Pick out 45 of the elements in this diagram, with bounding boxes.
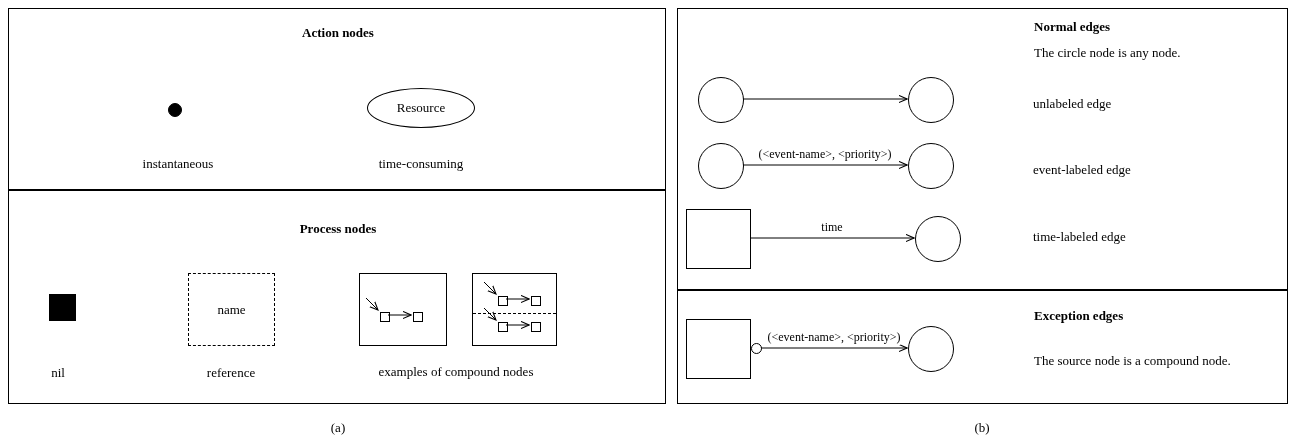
row-description: unlabeled edge	[1033, 96, 1112, 112]
caption-text: examples of compound nodes	[378, 364, 534, 380]
section-heading: Normal edges	[1034, 19, 1111, 35]
arrow	[749, 233, 915, 243]
arrow	[387, 310, 412, 320]
square-node	[531, 322, 541, 332]
arrow	[483, 281, 497, 295]
arrow	[742, 160, 908, 170]
square-node	[531, 296, 541, 306]
arrow	[483, 307, 497, 321]
square-node	[498, 322, 508, 332]
edge-label: (<event-name>, <priority>)	[758, 146, 892, 162]
description-text: The circle node is any node.	[1034, 45, 1181, 61]
panel-label: (b)	[974, 420, 990, 436]
node-caption: time-consuming	[378, 156, 464, 172]
node-label: name	[217, 301, 246, 318]
arrow	[505, 320, 530, 330]
edge-label: (<event-name>, <priority>)	[767, 329, 901, 345]
node-caption: instantaneous	[142, 156, 214, 172]
square-node	[472, 273, 557, 346]
section-heading: Process nodes	[299, 221, 377, 237]
section-heading: Exception edges	[1034, 308, 1124, 324]
filled-dot	[168, 103, 182, 117]
filled-square	[49, 294, 76, 321]
row-description: time-labeled edge	[1033, 229, 1126, 245]
row-description: event-labeled edge	[1033, 162, 1131, 178]
node-caption: reference	[206, 365, 256, 381]
node-label: Resource	[396, 100, 446, 116]
node-caption: nil	[51, 365, 65, 381]
arrow	[365, 297, 379, 311]
square-node	[498, 296, 508, 306]
square-node	[359, 273, 447, 346]
description-text: The source node is a compound node.	[1034, 353, 1231, 369]
panel-label: (a)	[330, 420, 346, 436]
arrow	[742, 94, 908, 104]
section-heading: Action nodes	[302, 25, 374, 41]
square-node	[413, 312, 423, 322]
arrow	[760, 343, 908, 353]
panel-section	[8, 8, 666, 190]
square-node	[380, 312, 390, 322]
reference-node-box	[188, 273, 275, 346]
panel-section	[8, 190, 666, 404]
square-node	[686, 319, 751, 379]
square-node	[686, 209, 751, 269]
arrow	[505, 294, 530, 304]
